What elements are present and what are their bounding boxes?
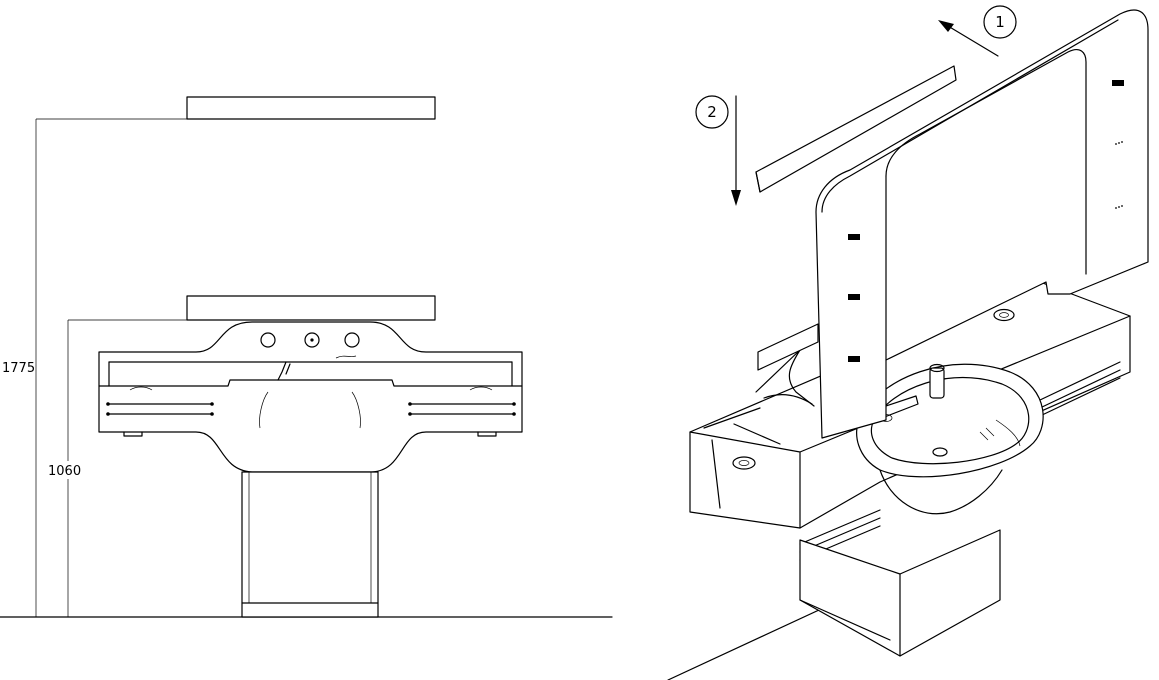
iso-basin-drain [932,447,948,457]
side-rails-left [106,402,214,416]
tap-hole-right [344,332,360,348]
callout-step-1: 1 [983,5,1017,39]
tap-hole-center [304,332,320,348]
iso-bracket [757,323,819,371]
tap-hole-left [260,332,276,348]
iso-mirror-clips [848,80,1124,362]
callout-step-2: 2 [695,95,729,129]
isometric-view: 1 2 [667,5,1149,680]
spout [277,361,291,381]
front-elevation-view: 1775 1060 [0,96,613,618]
svg-text:2: 2 [707,103,717,121]
iso-faucet [929,367,945,399]
arrow-step-2 [731,95,741,206]
arrow-step-1 [938,20,999,57]
side-rails-right [408,402,516,416]
iso-drain-left [732,456,756,470]
iso-mirror-panel [815,9,1149,439]
iso-drain-right [993,308,1015,322]
backsplash-bar [186,295,436,321]
dimension-overall-height: 1775 [2,361,35,376]
iso-front-rails [799,361,1121,561]
washbasin-body [98,321,523,473]
upper-panel [186,96,436,120]
dimension-counter-height: 1060 [48,464,81,479]
pedestal [241,471,379,618]
svg-text:1: 1 [995,13,1005,31]
